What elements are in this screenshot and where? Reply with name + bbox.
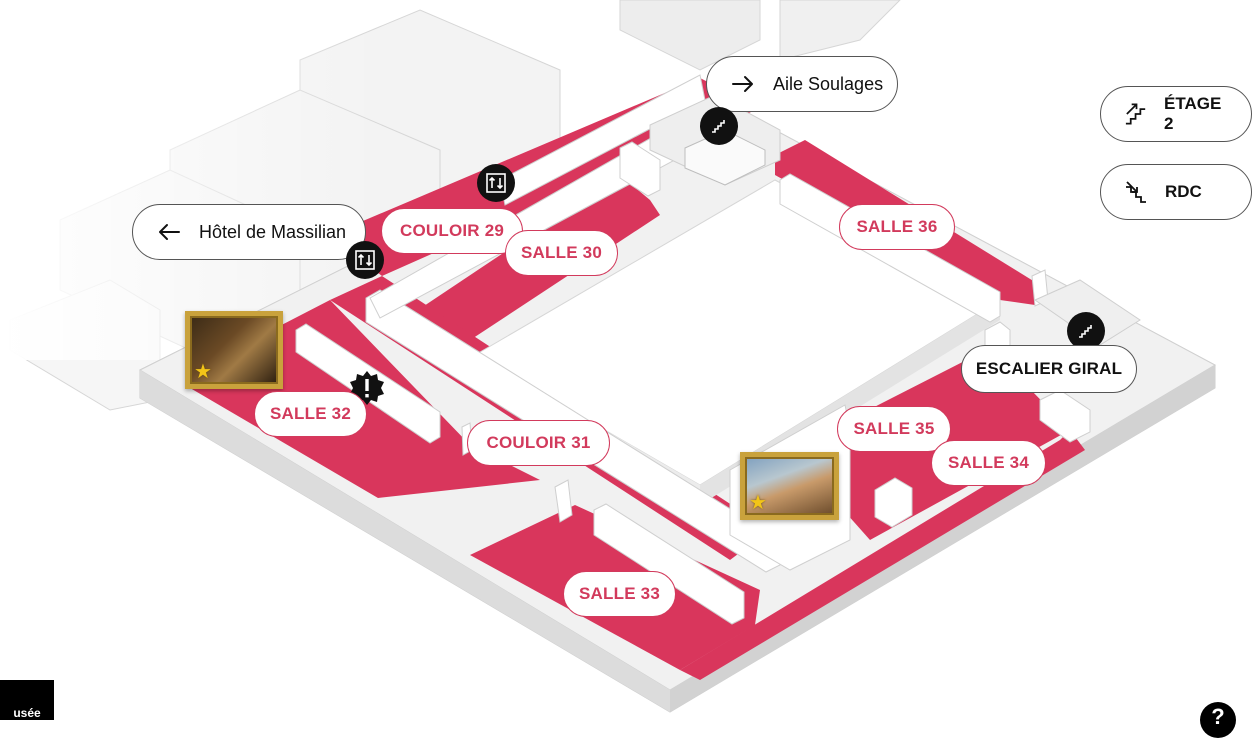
elevator-icon[interactable] xyxy=(477,164,515,202)
room-label-couloir-31[interactable]: COULOIR 31 xyxy=(467,420,610,466)
stairs-icon[interactable] xyxy=(1067,312,1105,350)
star-icon: ★ xyxy=(749,492,767,514)
floor-up-label: ÉTAGE 2 xyxy=(1164,94,1222,133)
room-label-salle-36[interactable]: SALLE 36 xyxy=(839,204,955,250)
floor-up-button[interactable]: ÉTAGE 2 xyxy=(1100,86,1252,142)
floor-down-button[interactable]: RDC xyxy=(1100,164,1252,220)
help-icon: ? xyxy=(1211,704,1225,729)
museum-logo[interactable]: usée xyxy=(0,680,54,720)
elevator-icon[interactable] xyxy=(346,241,384,279)
logo-text: usée xyxy=(13,706,41,720)
arrow-right-icon xyxy=(732,76,753,92)
room-label-salle-34[interactable]: SALLE 34 xyxy=(931,440,1046,486)
room-label-salle-33[interactable]: SALLE 33 xyxy=(563,571,676,617)
stairs-down-icon xyxy=(1126,181,1146,203)
staircase-label-escalier-giral[interactable]: ESCALIER GIRAL xyxy=(961,345,1137,393)
room-label-salle-30[interactable]: SALLE 30 xyxy=(505,230,618,276)
aile-soulages-label: Aile Soulages xyxy=(773,73,884,94)
aile-soulages-link[interactable]: Aile Soulages xyxy=(706,56,898,112)
floor-down-label: RDC xyxy=(1165,182,1202,201)
featured-painting-salle-35[interactable]: ★ xyxy=(740,452,839,520)
star-icon: ★ xyxy=(194,361,212,383)
stairs-up-icon xyxy=(1125,103,1146,125)
room-label-salle-32[interactable]: SALLE 32 xyxy=(254,391,367,437)
stairs-icon[interactable] xyxy=(700,107,738,145)
featured-painting-salle-32[interactable]: ★ xyxy=(185,311,283,389)
hotel-de-massilian-link[interactable]: Hôtel de Massilian xyxy=(132,204,366,260)
arrow-left-icon xyxy=(159,224,180,240)
hotel-de-massilian-label: Hôtel de Massilian xyxy=(199,221,347,242)
help-button[interactable]: ? xyxy=(1200,702,1236,738)
room-label-couloir-29[interactable]: COULOIR 29 xyxy=(381,208,523,254)
room-label-salle-35[interactable]: SALLE 35 xyxy=(837,406,951,452)
